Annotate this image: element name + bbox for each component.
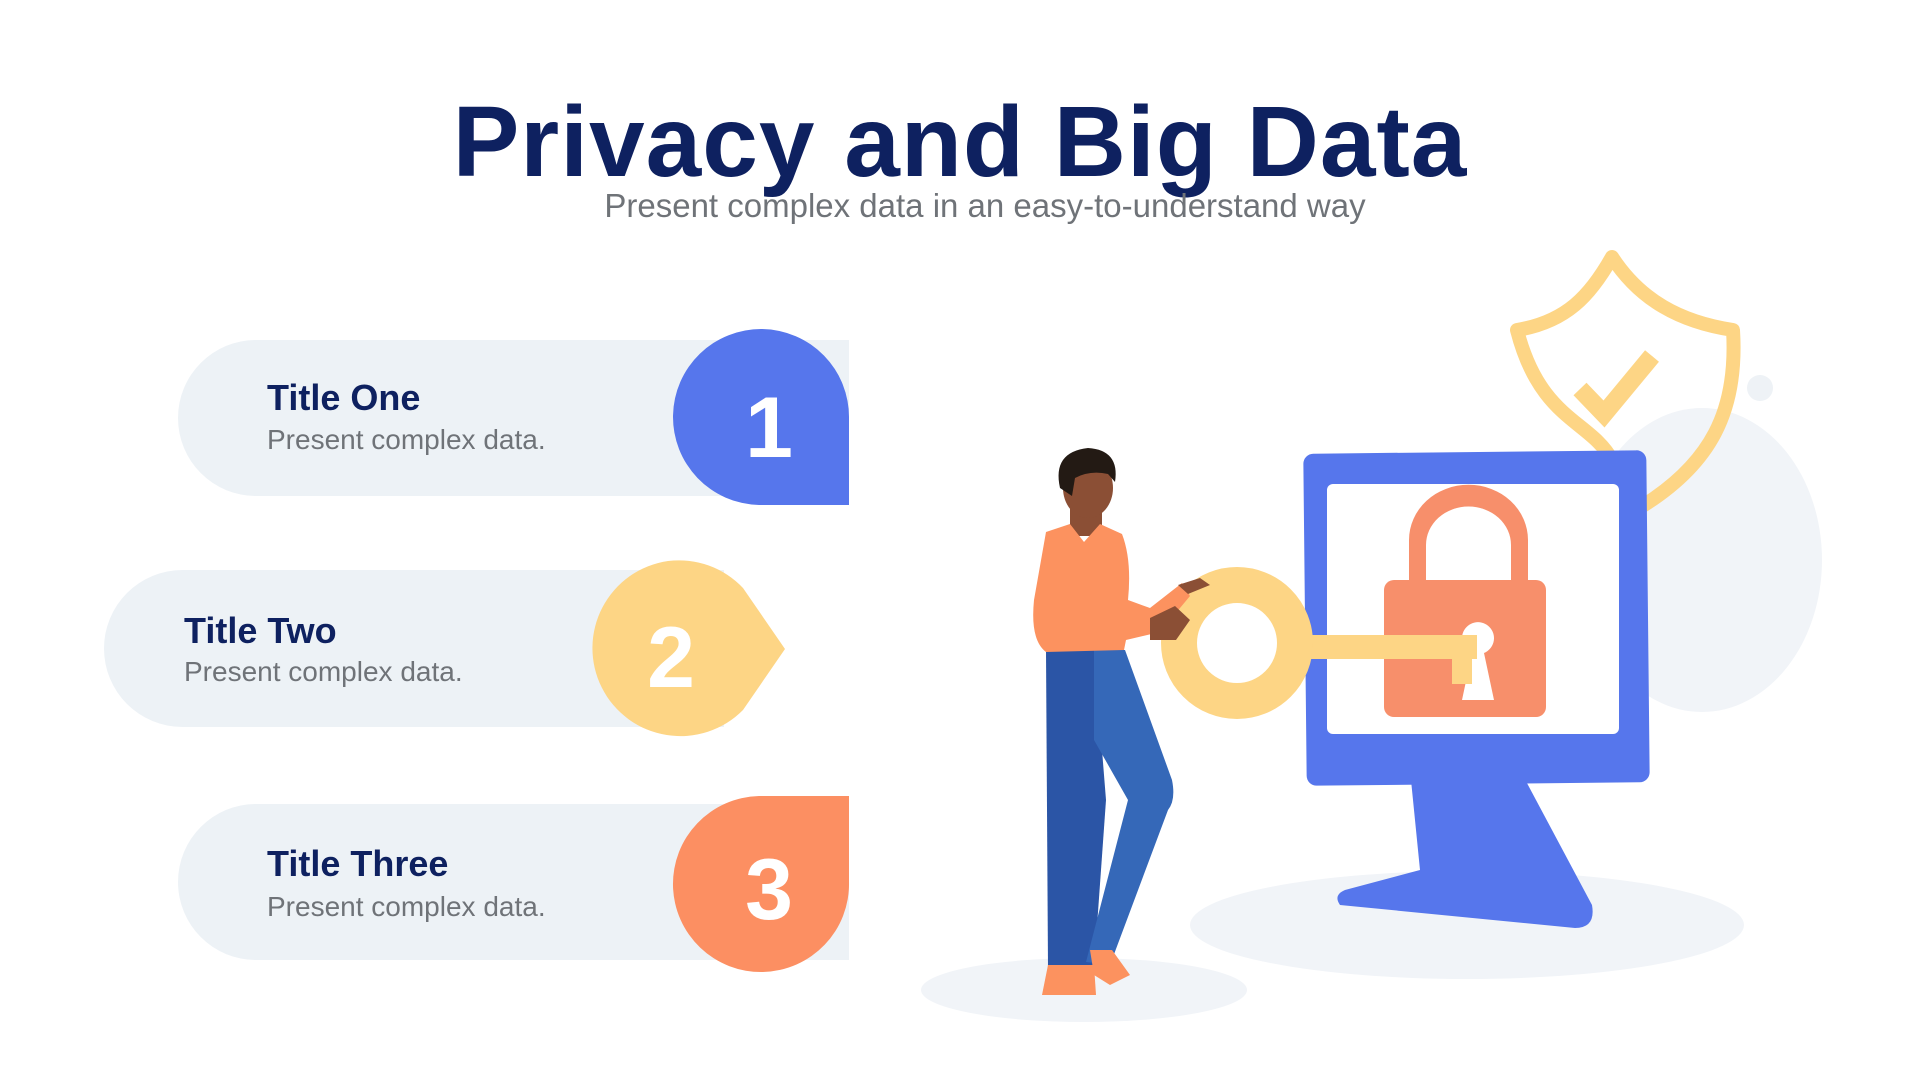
key-icon — [1161, 567, 1477, 719]
badge-3-shape — [672, 796, 850, 973]
item-description-1: Present complex data. — [267, 424, 546, 455]
person-icon — [1033, 448, 1210, 995]
background-dot — [1747, 375, 1773, 401]
badge-number-2: 2 — [647, 610, 695, 706]
item-title-2: Title Two — [184, 610, 337, 651]
page-title: Privacy and Big Data — [452, 86, 1468, 198]
badge-2-shape — [592, 560, 785, 737]
badge-1-shape — [673, 329, 850, 505]
badge-number-1: 1 — [745, 380, 793, 476]
item-title-1: Title One — [267, 377, 421, 418]
item-description-2: Present complex data. — [184, 656, 463, 687]
item-description-3: Present complex data. — [267, 891, 546, 922]
ground-shadow-right — [1190, 871, 1744, 979]
badge-number-3: 3 — [745, 842, 793, 938]
item-title-3: Title Three — [267, 843, 449, 884]
page-subtitle: Present complex data in an easy-to-under… — [604, 187, 1366, 224]
